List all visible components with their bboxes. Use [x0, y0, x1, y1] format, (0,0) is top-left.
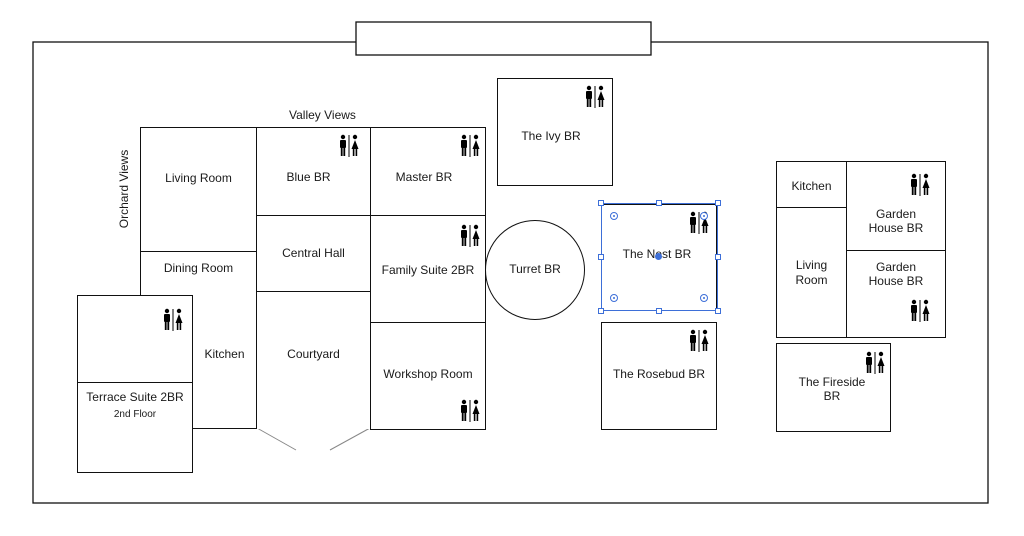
workshop-room-label: Workshop Room [383, 367, 473, 381]
terrace-suite-label: Terrace Suite 2BR [86, 390, 184, 404]
restroom-icon [164, 308, 183, 331]
ivy-br[interactable]: The Ivy BR [497, 78, 613, 186]
fireside-br[interactable]: The Fireside BR [776, 343, 891, 432]
turret-br[interactable]: Turret BR [485, 220, 585, 320]
garden-house-br-top[interactable]: Garden House BR [846, 161, 946, 251]
fireside-label-1: The Fireside [798, 375, 866, 389]
terrace-suite[interactable]: Terrace Suite 2BR 2nd Floor [77, 295, 193, 473]
resize-handle-se[interactable] [715, 308, 721, 314]
corner-point-sw[interactable] [610, 294, 618, 302]
terrace-divider [78, 382, 192, 383]
restroom-icon [461, 224, 480, 247]
garden-house-br-bottom[interactable]: Garden House BR [846, 250, 946, 338]
restroom-icon [911, 299, 930, 322]
restroom-icon [461, 134, 480, 157]
corner-point-nw[interactable] [610, 212, 618, 220]
restroom-icon [690, 329, 709, 352]
courtyard[interactable]: Courtyard [256, 291, 371, 429]
center-point[interactable] [655, 253, 662, 260]
garden-living-label-1: Living [795, 258, 828, 272]
restroom-icon [461, 399, 480, 422]
workshop-room[interactable]: Workshop Room [370, 322, 486, 430]
blue-br[interactable]: Blue BR [256, 127, 371, 216]
central-hall-label: Central Hall [282, 246, 345, 260]
restroom-icon [586, 85, 605, 108]
garden-house-top-label-2: House BR [868, 221, 924, 235]
living-room-main[interactable]: Living Room [140, 127, 257, 252]
garden-kitchen-label: Kitchen [791, 179, 832, 193]
corner-point-se[interactable] [700, 294, 708, 302]
fireside-label-2: BR [823, 389, 841, 403]
restroom-icon [340, 134, 359, 157]
orchard-views-label: Orchard Views [117, 149, 131, 229]
dining-room-label: Dining Room [163, 261, 234, 275]
courtyard-gate-right [329, 427, 371, 451]
rosebud-br[interactable]: The Rosebud BR [601, 322, 717, 430]
turret-br-label: Turret BR [509, 262, 561, 276]
corner-point-ne[interactable] [700, 212, 708, 220]
garden-living-label-2: Room [795, 273, 828, 287]
garden-house-top-label-1: Garden [875, 207, 917, 221]
garden-house-bottom-label-2: House BR [868, 274, 924, 288]
courtyard-label: Courtyard [287, 347, 340, 361]
garden-house-bottom-label-1: Garden [875, 260, 917, 274]
central-hall[interactable]: Central Hall [256, 215, 371, 292]
garden-kitchen[interactable]: Kitchen [776, 161, 847, 208]
courtyard-gate-left [256, 427, 297, 451]
resize-handle-w[interactable] [598, 254, 604, 260]
resize-handle-sw[interactable] [598, 308, 604, 314]
kitchen-main-label: Kitchen [204, 347, 245, 361]
master-br[interactable]: Master BR [370, 127, 486, 216]
resize-handle-e[interactable] [715, 254, 721, 260]
rosebud-br-label: The Rosebud BR [612, 367, 706, 381]
master-br-label: Master BR [395, 170, 453, 184]
title-box[interactable] [355, 21, 652, 56]
garden-living-room[interactable]: Living Room [776, 207, 847, 338]
terrace-floor-label: 2nd Floor [113, 409, 157, 420]
restroom-icon [911, 173, 930, 196]
blue-br-label: Blue BR [286, 170, 331, 184]
resize-handle-ne[interactable] [715, 200, 721, 206]
restroom-icon [866, 351, 885, 374]
family-suite[interactable]: Family Suite 2BR [370, 215, 486, 323]
resize-handle-n[interactable] [656, 200, 662, 206]
resize-handle-s[interactable] [656, 308, 662, 314]
living-room-main-label: Living Room [165, 171, 232, 185]
valley-views-label: Valley Views [289, 108, 356, 122]
resize-handle-nw[interactable] [598, 200, 604, 206]
family-suite-label: Family Suite 2BR [381, 263, 475, 277]
ivy-br-label: The Ivy BR [521, 129, 581, 143]
